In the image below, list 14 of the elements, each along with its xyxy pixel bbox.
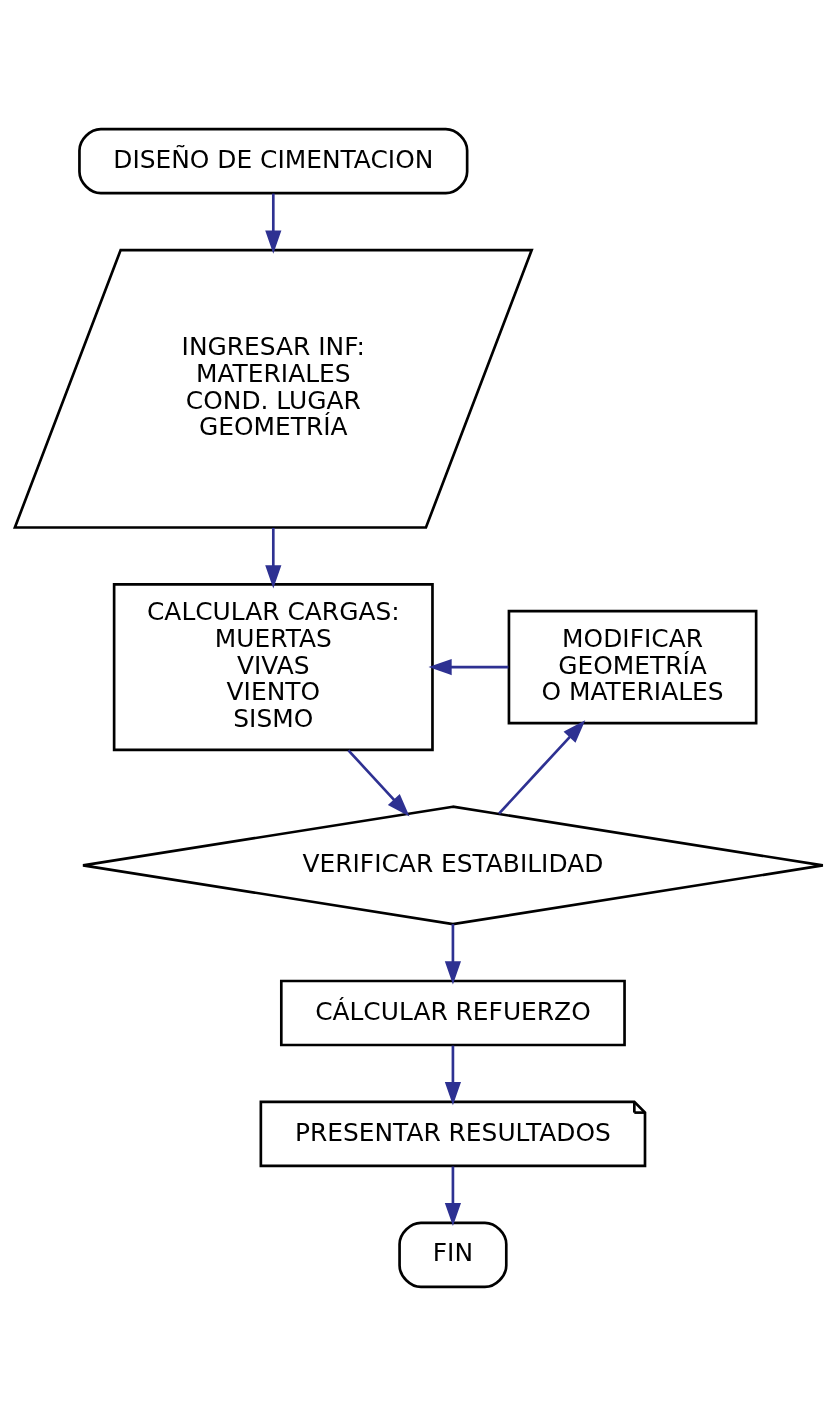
arrow: [444, 1045, 462, 1106]
arrow: [265, 527, 282, 589]
arrow: [265, 193, 282, 254]
node-box: FIN: [398, 1221, 508, 1289]
arrow: [347, 749, 410, 817]
node-box: DISEÑO DE CIMENTACION: [78, 127, 469, 195]
arrow: [444, 1166, 462, 1227]
node-box: CÁLCULAR REFUERZO: [279, 979, 626, 1047]
node-diamond: VERIFICAR ESTABILIDAD: [81, 805, 825, 926]
arrow: [428, 659, 509, 676]
node-box: CALCULAR CARGAS: MUERTAS VIVAS VIENTO SISMO: [112, 583, 434, 752]
arrow: [498, 720, 586, 815]
node-box: MODIFICAR GEOMETRÍA O MATERIALES: [507, 609, 758, 725]
arrow: [444, 924, 462, 985]
